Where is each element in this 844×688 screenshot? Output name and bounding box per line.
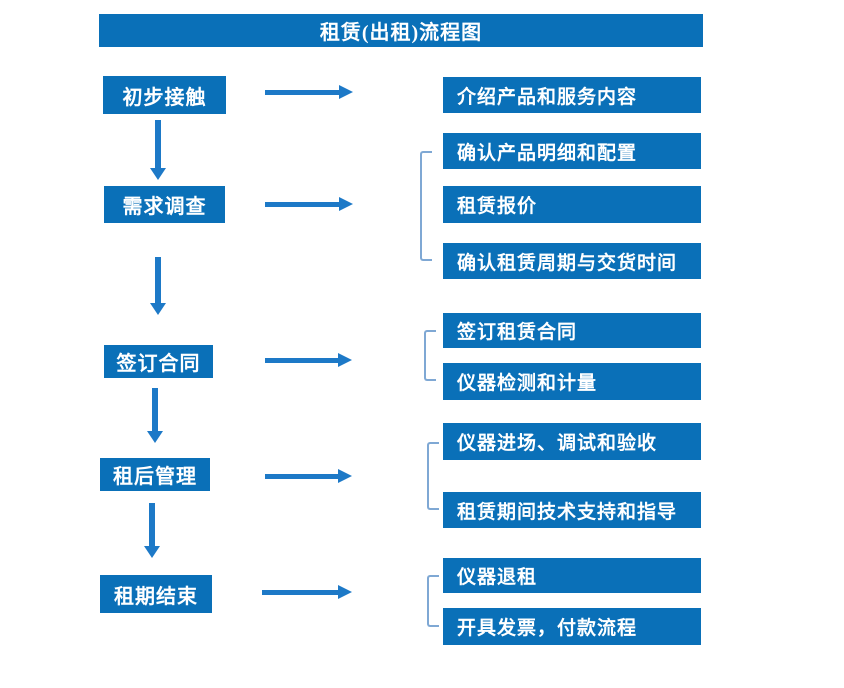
right-arrow-head <box>338 353 352 367</box>
down-arrow-shaft <box>155 257 161 303</box>
detail-box-rental-quote: 租赁报价 <box>443 186 701 223</box>
detail-box-instrument-testing: 仪器检测和计量 <box>443 363 701 400</box>
right-arrow-shaft <box>265 473 338 479</box>
detail-box-invoice-payment: 开具发票，付款流程 <box>443 608 701 645</box>
right-arrow-shaft <box>265 201 339 207</box>
detail-box-confirm-period-delivery: 确认租赁周期与交货时间 <box>443 243 701 279</box>
down-arrow-head <box>150 168 166 180</box>
down-arrow-head <box>150 303 166 315</box>
right-arrow-shaft <box>262 589 338 595</box>
down-arrow-shaft <box>149 503 155 546</box>
right-arrow-3 <box>265 353 352 367</box>
down-arrow-head <box>147 431 163 443</box>
down-arrow-head <box>144 546 160 558</box>
down-arrow-shaft <box>152 388 158 431</box>
down-arrow-1 <box>150 120 166 180</box>
down-arrow-4 <box>144 503 160 558</box>
group-bracket-demand-survey <box>420 151 432 261</box>
right-arrow-head <box>338 469 352 483</box>
right-arrow-1 <box>265 85 353 99</box>
right-arrow-shaft <box>265 357 338 363</box>
detail-box-sign-rental-contract: 签订租赁合同 <box>443 313 701 348</box>
right-arrow-2 <box>265 197 353 211</box>
step-box-demand-survey: 需求调查 <box>104 186 225 223</box>
step-box-sign-contract: 签订合同 <box>104 345 213 378</box>
group-bracket-post-rental <box>427 442 439 510</box>
down-arrow-2 <box>150 257 166 315</box>
step-box-post-rental-management: 租后管理 <box>100 458 210 491</box>
down-arrow-3 <box>147 388 163 443</box>
right-arrow-head <box>339 85 353 99</box>
right-arrow-5 <box>262 585 352 599</box>
group-bracket-sign-contract <box>424 330 436 381</box>
right-arrow-head <box>338 585 352 599</box>
step-box-rental-end: 租期结束 <box>100 575 212 613</box>
detail-box-introduce-products: 介绍产品和服务内容 <box>443 77 701 113</box>
detail-box-instrument-setup-acceptance: 仪器进场、调试和验收 <box>443 423 701 460</box>
right-arrow-head <box>339 197 353 211</box>
right-arrow-4 <box>265 469 352 483</box>
group-bracket-rental-end <box>427 575 439 627</box>
detail-box-instrument-return: 仪器退租 <box>443 558 701 593</box>
step-box-initial-contact: 初步接触 <box>103 76 226 114</box>
detail-box-tech-support: 租赁期间技术支持和指导 <box>443 492 701 528</box>
detail-box-confirm-product-config: 确认产品明细和配置 <box>443 133 701 169</box>
right-arrow-shaft <box>265 89 339 95</box>
down-arrow-shaft <box>155 120 161 168</box>
page-title: 租赁(出租)流程图 <box>99 14 703 47</box>
